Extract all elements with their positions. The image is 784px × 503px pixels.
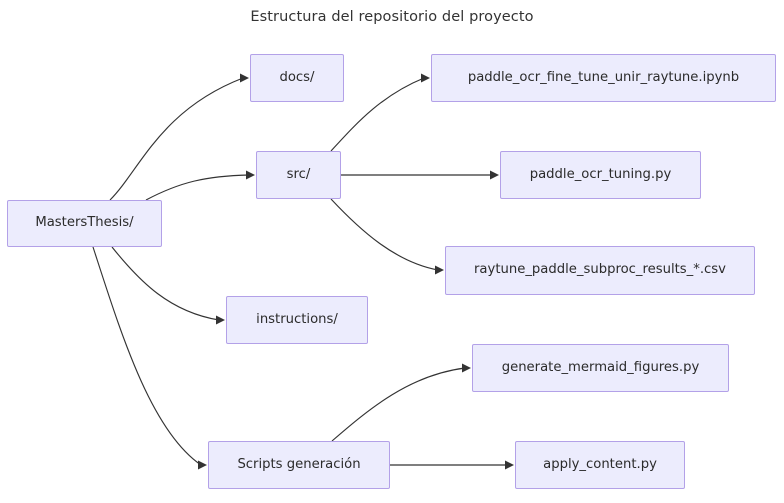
node-label: MastersThesis/ xyxy=(35,215,134,231)
edge-masters_thesis-to-src xyxy=(145,170,255,201)
edge-scripts_generacion-to-apply_py xyxy=(390,460,514,470)
arrowhead-icon xyxy=(462,363,471,373)
edge-src-to-notebook xyxy=(330,73,430,152)
node-apply_py[interactable]: apply_content.py xyxy=(515,441,685,489)
node-masters_thesis[interactable]: MastersThesis/ xyxy=(7,200,162,247)
node-src[interactable]: src/ xyxy=(256,151,341,199)
node-notebook[interactable]: paddle_ocr_fine_tune_unir_raytune.ipynb xyxy=(431,54,776,102)
node-label: src/ xyxy=(286,166,311,182)
node-label: apply_content.py xyxy=(543,456,657,472)
node-scripts_generacion[interactable]: Scripts generación xyxy=(208,441,390,489)
arrowhead-icon xyxy=(216,315,225,325)
page-title: Estructura del repositorio del proyecto xyxy=(250,9,534,25)
edge-masters_thesis-to-scripts_generacion xyxy=(92,246,207,470)
arrowhead-icon xyxy=(240,73,249,83)
node-label: raytune_paddle_subproc_results_*.csv xyxy=(474,262,726,278)
arrowhead-icon xyxy=(505,460,514,470)
node-tuning_py[interactable]: paddle_ocr_tuning.py xyxy=(500,151,701,199)
arrowhead-icon xyxy=(421,73,430,83)
edge-src-to-results_csv xyxy=(330,198,444,275)
edge-scripts_generacion-to-mermaid_py xyxy=(331,363,471,442)
node-docs[interactable]: docs/ xyxy=(250,54,344,102)
node-results_csv[interactable]: raytune_paddle_subproc_results_*.csv xyxy=(445,246,755,295)
edge-src-to-tuning_py xyxy=(341,170,499,180)
edge-masters_thesis-to-docs xyxy=(109,73,249,201)
node-label: paddle_ocr_fine_tune_unir_raytune.ipynb xyxy=(467,69,740,85)
node-instructions[interactable]: instructions/ xyxy=(226,296,368,344)
node-label: generate_mermaid_figures.py xyxy=(501,359,700,375)
arrowhead-icon xyxy=(198,460,207,470)
node-label: docs/ xyxy=(279,69,315,85)
node-label: paddle_ocr_tuning.py xyxy=(529,166,672,182)
arrowhead-icon xyxy=(246,170,255,180)
arrowhead-icon xyxy=(490,170,499,180)
node-label: instructions/ xyxy=(256,311,338,327)
arrowhead-icon xyxy=(435,265,444,275)
node-label: Scripts generación xyxy=(237,456,361,472)
node-mermaid_py[interactable]: generate_mermaid_figures.py xyxy=(472,344,729,392)
edge-masters_thesis-to-instructions xyxy=(111,246,225,325)
